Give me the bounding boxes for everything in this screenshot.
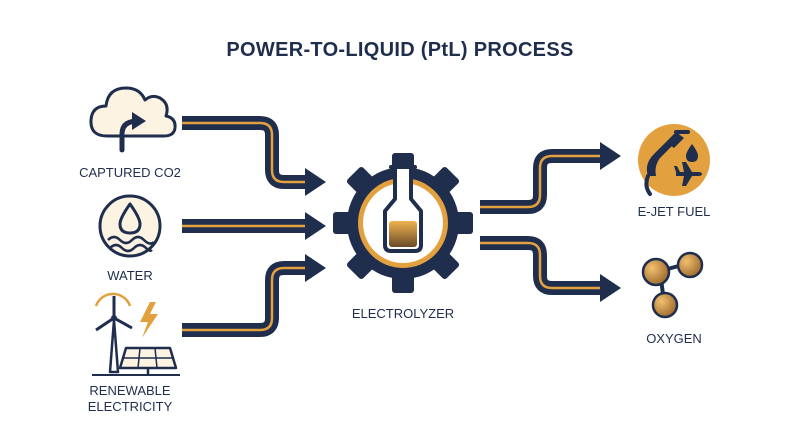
solar-panel-icon (118, 346, 178, 375)
fuel-pump-plane-icon (638, 124, 710, 196)
diagram-title: POWER-TO-LIQUID (PtL) PROCESS (226, 39, 573, 61)
flask-icon (383, 165, 423, 253)
label-water: WATER (107, 268, 153, 283)
fuel-nozzle-icon (644, 130, 690, 196)
label-electricity: ELECTRICITY (88, 399, 173, 414)
cloud-co2-icon (89, 86, 177, 153)
arrow-co2-to-electrolyzer (182, 116, 326, 196)
gear-flask-icon (333, 153, 473, 293)
label-e-jet-fuel: E-JET FUEL (638, 204, 711, 219)
molecule-icon (641, 251, 704, 319)
arrow-electrolyzer-to-fuel (480, 142, 621, 214)
arrow-water-to-electrolyzer (182, 212, 326, 240)
arrow-electricity-to-electrolyzer (182, 254, 326, 337)
label-renewable: RENEWABLE (89, 383, 170, 398)
arrow-electrolyzer-to-oxygen (480, 236, 621, 302)
airplane-icon (674, 162, 702, 186)
water-drop-icon (98, 194, 162, 258)
wind-solar-icon (92, 292, 180, 376)
label-oxygen: OXYGEN (646, 331, 702, 346)
label-captured-co2: CAPTURED CO2 (79, 165, 181, 180)
label-electrolyzer: ELECTROLYZER (352, 306, 454, 321)
